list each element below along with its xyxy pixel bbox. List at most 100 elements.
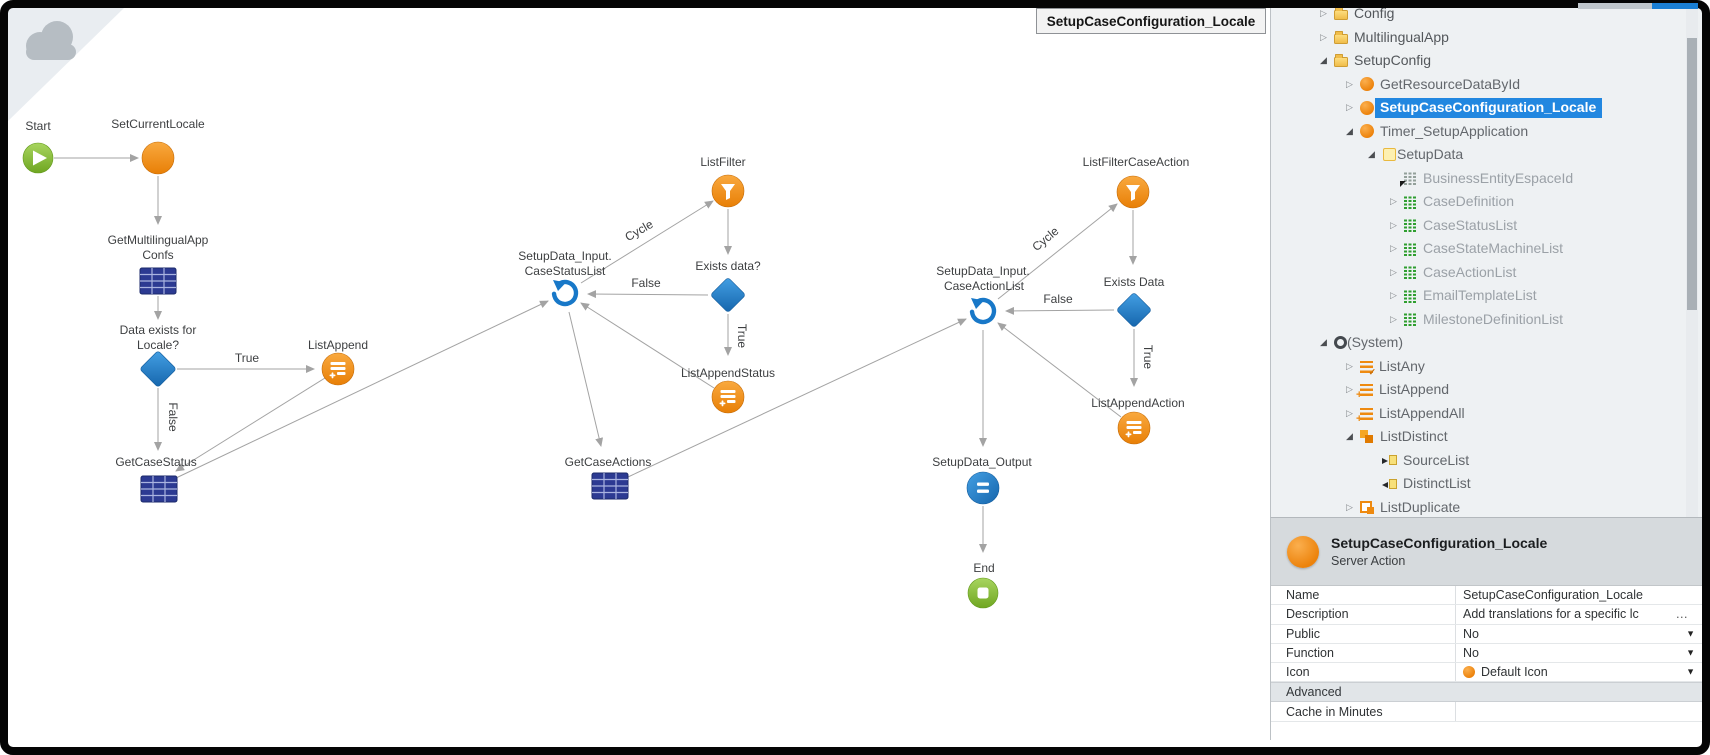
- icon-dropdown[interactable]: Default Icon ▼: [1456, 663, 1702, 681]
- node-loop-case-action-list[interactable]: SetupData_Input. CaseActionList: [936, 264, 1030, 326]
- node-list-append[interactable]: ListAppend: [308, 338, 368, 386]
- chevron-right-icon[interactable]: [1317, 7, 1330, 21]
- tree-item-distinctlist[interactable]: DistinctList: [1271, 472, 1702, 496]
- chevron-down-icon[interactable]: ▼: [1686, 666, 1695, 677]
- tree-item-sourcelist[interactable]: SourceList: [1271, 449, 1702, 473]
- chevron-right-icon[interactable]: [1387, 312, 1400, 326]
- chevron-right-icon[interactable]: [1343, 383, 1356, 397]
- cache-field[interactable]: [1456, 702, 1702, 720]
- node-get-case-actions[interactable]: GetCaseActions: [565, 455, 652, 500]
- tree-item-listany[interactable]: ListAny: [1271, 355, 1702, 379]
- entity-attribute-icon: [1404, 172, 1417, 186]
- chevron-down-icon[interactable]: ▼: [1686, 628, 1695, 639]
- svg-text:GetCaseStatus: GetCaseStatus: [115, 455, 196, 469]
- svg-text:Confs: Confs: [142, 248, 173, 262]
- tree-item-casedefinition[interactable]: CaseDefinition: [1271, 190, 1702, 214]
- node-get-case-status[interactable]: GetCaseStatus: [115, 455, 197, 503]
- tree-item-milestonedefinitionlist[interactable]: MilestoneDefinitionList: [1271, 308, 1702, 332]
- node-end[interactable]: End: [967, 561, 999, 609]
- tree-item-listappendall[interactable]: ListAppendAll: [1271, 402, 1702, 426]
- chevron-expanded-icon[interactable]: [1365, 148, 1378, 162]
- for-each-icon: [551, 279, 579, 307]
- public-dropdown[interactable]: No ▼: [1463, 626, 1695, 641]
- node-get-multilingual-app-confs[interactable]: GetMultilingualApp Confs: [108, 233, 209, 295]
- node-set-current-locale[interactable]: SetCurrentLocale: [111, 117, 205, 175]
- chevron-right-icon[interactable]: [1387, 265, 1400, 279]
- svg-text:SetupData_Input.: SetupData_Input.: [936, 264, 1029, 278]
- tree-item-businessentityespaceid[interactable]: BusinessEntityEspaceId: [1271, 167, 1702, 191]
- tree-item-emailtemplatelist[interactable]: EmailTemplateList: [1271, 284, 1702, 308]
- svg-text:SetCurrentLocale: SetCurrentLocale: [111, 117, 205, 131]
- tree-item-system[interactable]: (System): [1271, 331, 1702, 355]
- tree-item-listappend[interactable]: ListAppend: [1271, 378, 1702, 402]
- list-distinct-icon: [1360, 429, 1374, 444]
- system-espace-icon: [1334, 336, 1347, 350]
- chevron-right-icon[interactable]: [1317, 30, 1330, 44]
- flow-canvas[interactable]: True False Cycle False True Cycle False …: [0, 0, 1270, 747]
- node-list-filter-case-action[interactable]: ListFilterCaseAction: [1083, 155, 1190, 209]
- tree-item-setupdata[interactable]: SetupData: [1271, 143, 1702, 167]
- node-list-filter[interactable]: ListFilter: [700, 155, 746, 208]
- edge-label-true: True: [735, 324, 749, 349]
- tree-item-setupconfig[interactable]: SetupConfig: [1271, 49, 1702, 73]
- chevron-right-icon[interactable]: [1343, 500, 1356, 514]
- chevron-expanded-icon[interactable]: [1343, 124, 1356, 138]
- chevron-expanded-icon[interactable]: [1317, 54, 1330, 68]
- chevron-right-icon[interactable]: [1387, 289, 1400, 303]
- node-start[interactable]: Start: [22, 119, 54, 174]
- chevron-down-icon[interactable]: ▼: [1686, 647, 1695, 658]
- node-setup-data-output[interactable]: SetupData_Output: [932, 455, 1032, 505]
- tree-item-casestatemachinelist[interactable]: CaseStateMachineList: [1271, 237, 1702, 261]
- tree-scrollbar-thumb[interactable]: [1687, 38, 1697, 310]
- node-data-exists-for-locale[interactable]: Data exists for Locale?: [120, 323, 197, 387]
- chevron-expanded-icon[interactable]: [1343, 430, 1356, 444]
- ellipsis-button[interactable]: …: [1675, 607, 1689, 622]
- chevron-right-icon[interactable]: [1387, 242, 1400, 256]
- structure-icon: [1383, 148, 1396, 162]
- tree-item-multilingualapp[interactable]: MultilingualApp: [1271, 26, 1702, 50]
- tree-item-setupcaseconfiguration-locale[interactable]: SetupCaseConfiguration_Locale: [1271, 96, 1702, 120]
- svg-text:ListAppend: ListAppend: [308, 338, 368, 352]
- name-field[interactable]: SetupCaseConfiguration_Locale: [1463, 588, 1643, 603]
- tree-item-timer-setupapplication[interactable]: Timer_SetupApplication: [1271, 120, 1702, 144]
- edge-label-false: False: [166, 402, 180, 432]
- properties-title: SetupCaseConfiguration_Locale: [1331, 535, 1548, 551]
- tree-item-listdistinct[interactable]: ListDistinct: [1271, 425, 1702, 449]
- tree-item-getresourcedatabyid[interactable]: GetResourceDataById: [1271, 73, 1702, 97]
- tree-scrollbar[interactable]: [1686, 6, 1698, 517]
- svg-text:Data exists for: Data exists for: [120, 323, 197, 337]
- chevron-right-icon[interactable]: [1343, 359, 1356, 373]
- node-loop-case-status-list[interactable]: SetupData_Input. CaseStatusList: [518, 249, 612, 308]
- node-exists-data[interactable]: Exists Data: [1104, 275, 1165, 328]
- properties-panel: SetupCaseConfiguration_Locale Server Act…: [1270, 517, 1702, 740]
- edge-label-false: False: [631, 276, 661, 290]
- svg-text:ListAppendAction: ListAppendAction: [1091, 396, 1184, 410]
- chevron-right-icon[interactable]: [1387, 195, 1400, 209]
- record-list-icon: [1404, 242, 1417, 256]
- tree-item-listduplicate[interactable]: ListDuplicate: [1271, 496, 1702, 518]
- assign-icon: [977, 482, 989, 493]
- chevron-expanded-icon[interactable]: [1317, 336, 1330, 350]
- node-list-append-action[interactable]: ListAppendAction: [1091, 396, 1185, 445]
- chevron-right-icon[interactable]: [1343, 101, 1356, 115]
- svg-text:ListFilter: ListFilter: [700, 155, 745, 169]
- node-list-append-status[interactable]: ListAppendStatus: [681, 366, 775, 414]
- description-field[interactable]: Add translations for a specific lc …: [1463, 607, 1689, 622]
- tree-item-casestatuslist[interactable]: CaseStatusList: [1271, 214, 1702, 238]
- if-icon: [711, 278, 745, 312]
- advanced-section-header[interactable]: Advanced: [1271, 682, 1702, 703]
- top-strip-blue: [1652, 3, 1698, 9]
- default-icon: [1463, 666, 1475, 679]
- flow-edges: [54, 154, 1138, 553]
- filter-icon: [721, 184, 735, 200]
- folder-icon: [1334, 7, 1348, 21]
- chevron-right-icon[interactable]: [1387, 218, 1400, 232]
- property-row-cache: Cache in Minutes: [1271, 702, 1702, 722]
- tree-item-caseactionlist[interactable]: CaseActionList: [1271, 261, 1702, 285]
- chevron-right-icon[interactable]: [1343, 77, 1356, 91]
- folder-open-icon: [1334, 54, 1348, 68]
- node-exists-data-q[interactable]: Exists data?: [695, 259, 761, 313]
- function-dropdown[interactable]: No ▼: [1463, 646, 1695, 661]
- chevron-right-icon[interactable]: [1343, 406, 1356, 420]
